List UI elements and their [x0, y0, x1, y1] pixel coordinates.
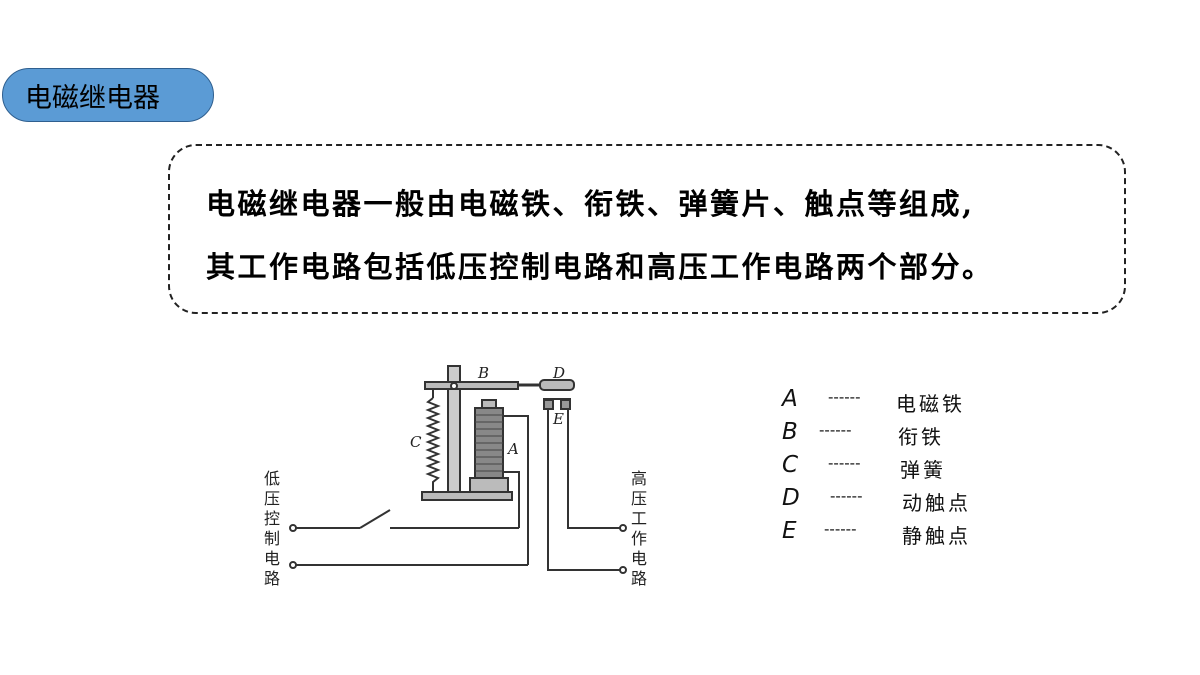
coil-lead-bottom: [503, 471, 520, 528]
legend-name: 电磁铁: [896, 392, 965, 416]
legend-letter: C: [782, 452, 799, 478]
legend-name: 弹簧: [900, 458, 946, 482]
right-circuit-label: 高 压 工 作 电 路: [631, 469, 647, 588]
left-label-char: 电: [264, 549, 280, 568]
left-label-char: 低: [264, 469, 280, 488]
label-B: B: [477, 364, 489, 382]
left-label-char: 制: [264, 529, 280, 548]
terminal-left-bottom: [289, 561, 297, 569]
legend-letter: E: [782, 518, 797, 544]
intro-box: [168, 144, 1126, 314]
static-contact-left: [543, 399, 554, 410]
legend-dash: ------: [828, 388, 861, 406]
legend-letter: B: [782, 419, 798, 445]
right-label-char: 作: [631, 529, 647, 548]
core-cap: [481, 399, 497, 409]
legend-letter: D: [782, 485, 800, 511]
terminal-right-top: [619, 524, 627, 532]
terminal-left-top: [289, 524, 297, 532]
legend-dash: ------: [828, 454, 861, 472]
static-contact-right: [560, 399, 571, 410]
work-wire-top: [547, 409, 620, 571]
core-foot: [469, 477, 509, 493]
terminal-right-bottom: [619, 566, 627, 574]
right-label-char: 工: [631, 509, 647, 528]
moving-contact: [539, 379, 575, 391]
legend-letter: A: [782, 386, 798, 412]
section-title-badge: 电磁继电器: [2, 68, 214, 122]
legend-dash: ------: [824, 520, 857, 538]
label-D: D: [552, 364, 565, 382]
left-circuit-label: 低 压 控 制 电 路: [264, 469, 280, 588]
right-label-char: 高: [631, 469, 647, 488]
label-A: A: [506, 440, 519, 458]
label-C: C: [410, 433, 422, 451]
work-wire-contact: [567, 409, 620, 529]
label-E: E: [552, 410, 564, 428]
relay-diagram: B D E C A 低 压 控 制 电 路 高 压 工 作 电 路: [264, 364, 647, 588]
pivot-post: [447, 365, 461, 493]
intro-line-1: 电磁继电器一般由电磁铁、衔铁、弹簧片、触点等组成,: [206, 187, 975, 221]
armature-bar: [424, 381, 519, 390]
spring: [425, 397, 441, 492]
left-label-char: 控: [264, 509, 280, 528]
legend-name: 静触点: [902, 524, 971, 548]
legend-dash: ------: [830, 487, 863, 505]
legend-dash: ------: [819, 421, 852, 439]
right-label-char: 路: [631, 569, 647, 588]
left-label-char: 压: [264, 489, 280, 508]
base-plate: [421, 491, 513, 501]
pivot-pin: [450, 382, 458, 390]
section-title: 电磁继电器: [25, 82, 160, 114]
legend-name: 衔铁: [898, 425, 944, 449]
right-label-char: 电: [631, 549, 647, 568]
coil-lead-top: [503, 415, 529, 528]
right-label-char: 压: [631, 489, 647, 508]
intro-line-2: 其工作电路包括低压控制电路和高压工作电路两个部分。: [206, 250, 994, 284]
left-label-char: 路: [264, 569, 280, 588]
control-switch: [359, 509, 391, 529]
legend-name: 动触点: [902, 491, 971, 515]
